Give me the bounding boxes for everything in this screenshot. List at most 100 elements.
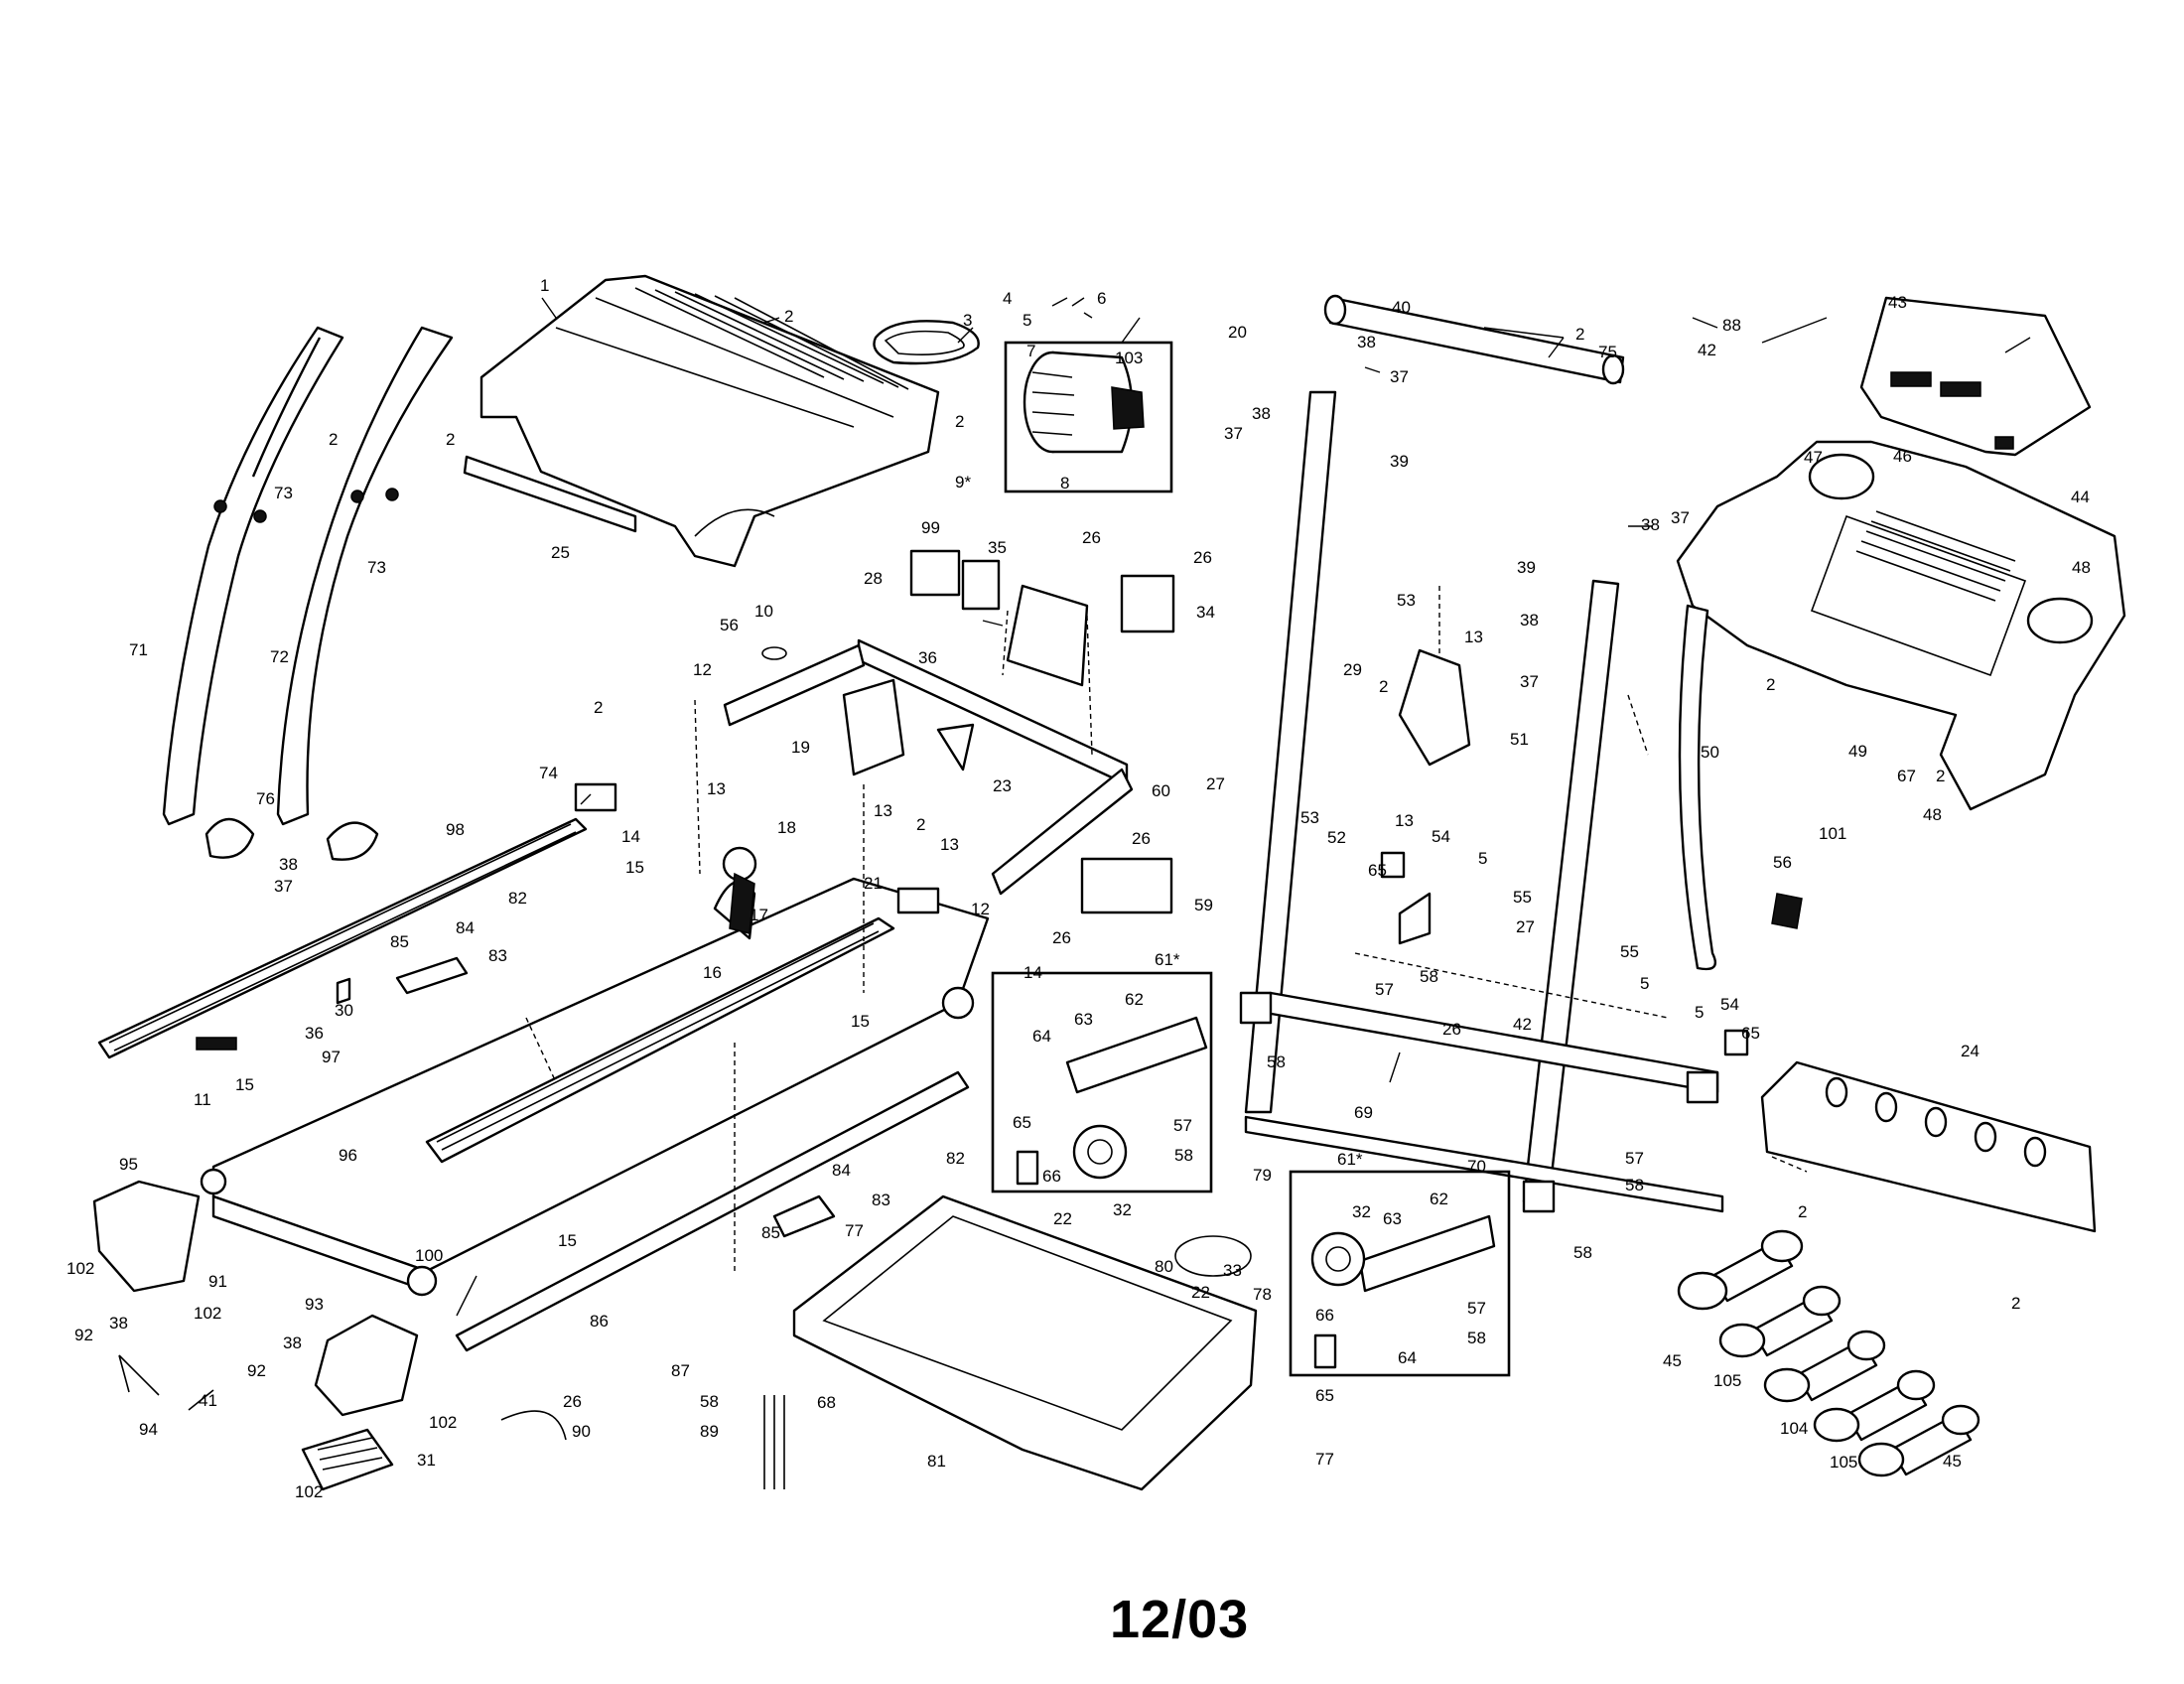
callout-85: 85	[761, 1223, 780, 1242]
callout-67: 67	[1897, 767, 1916, 785]
left-foot-rail	[97, 817, 588, 1059]
callout-42: 42	[1513, 1015, 1532, 1034]
callout-32: 32	[1352, 1202, 1371, 1221]
callout-5: 5	[1695, 1003, 1704, 1022]
small-hardware	[118, 604, 1803, 1489]
callout-15: 15	[558, 1231, 577, 1250]
callout-74: 74	[539, 764, 558, 782]
callout-102: 102	[295, 1482, 323, 1501]
callout-14: 14	[1024, 963, 1042, 982]
callout-58: 58	[700, 1392, 719, 1411]
callout-96: 96	[339, 1146, 357, 1165]
leader-lines	[456, 297, 2031, 1317]
callout-81: 81	[927, 1452, 946, 1471]
callout-84: 84	[832, 1161, 851, 1180]
callout-86: 86	[590, 1312, 609, 1331]
callout-2: 2	[1379, 677, 1388, 696]
callout-82: 82	[946, 1149, 965, 1168]
console-overlay	[1859, 296, 2092, 457]
callout-1: 1	[540, 276, 549, 295]
callout-58: 58	[1573, 1243, 1592, 1262]
callout-65: 65	[1741, 1024, 1760, 1043]
callout-18: 18	[777, 818, 796, 837]
callout-38: 38	[109, 1314, 128, 1333]
callout-13: 13	[1464, 628, 1483, 646]
callout-15: 15	[851, 1012, 870, 1031]
callout-92: 92	[74, 1326, 93, 1344]
wheel-kit-box-left	[991, 971, 1213, 1193]
callout-26: 26	[1132, 829, 1151, 848]
callout-38: 38	[1252, 404, 1271, 423]
callout-labels: 1 2 3 4 5 6 7 103 20 2 9* 8 40 38 37 2 8…	[67, 276, 2091, 1501]
callout-92: 92	[247, 1361, 266, 1380]
callout-12: 12	[693, 660, 712, 679]
callout-26: 26	[563, 1392, 582, 1411]
upright-frame	[1239, 294, 1724, 1213]
right-foot-rail	[425, 916, 895, 1164]
callout-40: 40	[1392, 298, 1411, 317]
callout-38: 38	[279, 855, 298, 874]
drive-belt	[873, 320, 980, 365]
callout-2: 2	[446, 430, 455, 449]
callout-38: 38	[1357, 333, 1376, 351]
callout-54: 54	[1720, 995, 1739, 1014]
callout-36: 36	[918, 648, 937, 667]
callout-5: 5	[1640, 974, 1649, 993]
callout-39: 39	[1517, 558, 1536, 577]
callout-38: 38	[1641, 515, 1660, 534]
callout-58: 58	[1420, 967, 1438, 986]
callout-53: 53	[1397, 591, 1416, 610]
callout-29: 29	[1343, 660, 1362, 679]
callout-64: 64	[1398, 1348, 1417, 1367]
callout-13: 13	[707, 779, 726, 798]
left-handrail	[162, 326, 344, 859]
callout-83: 83	[488, 946, 507, 965]
right-endcap	[314, 1314, 419, 1417]
callout-22: 22	[1053, 1209, 1072, 1228]
callout-22: 22	[1191, 1283, 1210, 1302]
callout-58: 58	[1174, 1146, 1193, 1165]
callout-2: 2	[955, 412, 964, 431]
callout-79: 79	[1253, 1166, 1272, 1185]
callout-65: 65	[1315, 1386, 1334, 1405]
callout-11: 11	[194, 1090, 211, 1109]
callout-82: 82	[508, 889, 527, 908]
callout-102: 102	[67, 1259, 94, 1278]
callout-2: 2	[1766, 675, 1775, 694]
callout-16: 16	[703, 963, 722, 982]
callout-37: 37	[1520, 672, 1539, 691]
callout-78: 78	[1253, 1285, 1272, 1304]
callout-94: 94	[139, 1420, 158, 1439]
callout-58: 58	[1625, 1176, 1644, 1194]
callout-12: 12	[971, 900, 990, 918]
callout-104: 104	[1780, 1419, 1808, 1438]
callout-76: 76	[256, 789, 275, 808]
callout-70: 70	[1467, 1157, 1486, 1176]
callout-58: 58	[1267, 1052, 1286, 1071]
callout-2: 2	[1575, 325, 1584, 344]
callout-65: 65	[1013, 1113, 1031, 1132]
callout-55: 55	[1620, 942, 1639, 961]
callout-57: 57	[1625, 1149, 1644, 1168]
callout-4: 4	[1003, 289, 1012, 308]
callout-30: 30	[335, 1001, 353, 1020]
callout-28: 28	[864, 569, 883, 588]
drive-motor	[1023, 351, 1145, 454]
callout-66: 66	[1315, 1306, 1334, 1325]
callout-57: 57	[1467, 1299, 1486, 1318]
callout-31: 31	[417, 1451, 436, 1470]
callout-64: 64	[1032, 1027, 1051, 1046]
callout-37: 37	[1671, 508, 1690, 527]
callout-69: 69	[1354, 1103, 1373, 1122]
base-frame	[723, 638, 1134, 896]
callout-13: 13	[874, 801, 892, 820]
callout-26: 26	[1442, 1020, 1461, 1039]
callout-50: 50	[1701, 743, 1719, 762]
callout-61: 61*	[1155, 950, 1180, 969]
step-cover	[301, 1428, 394, 1491]
right-handrail	[276, 326, 454, 861]
callout-71: 71	[129, 640, 148, 659]
controller-bracket	[1006, 584, 1089, 687]
callout-49: 49	[1848, 742, 1867, 761]
callout-26: 26	[1193, 548, 1212, 567]
